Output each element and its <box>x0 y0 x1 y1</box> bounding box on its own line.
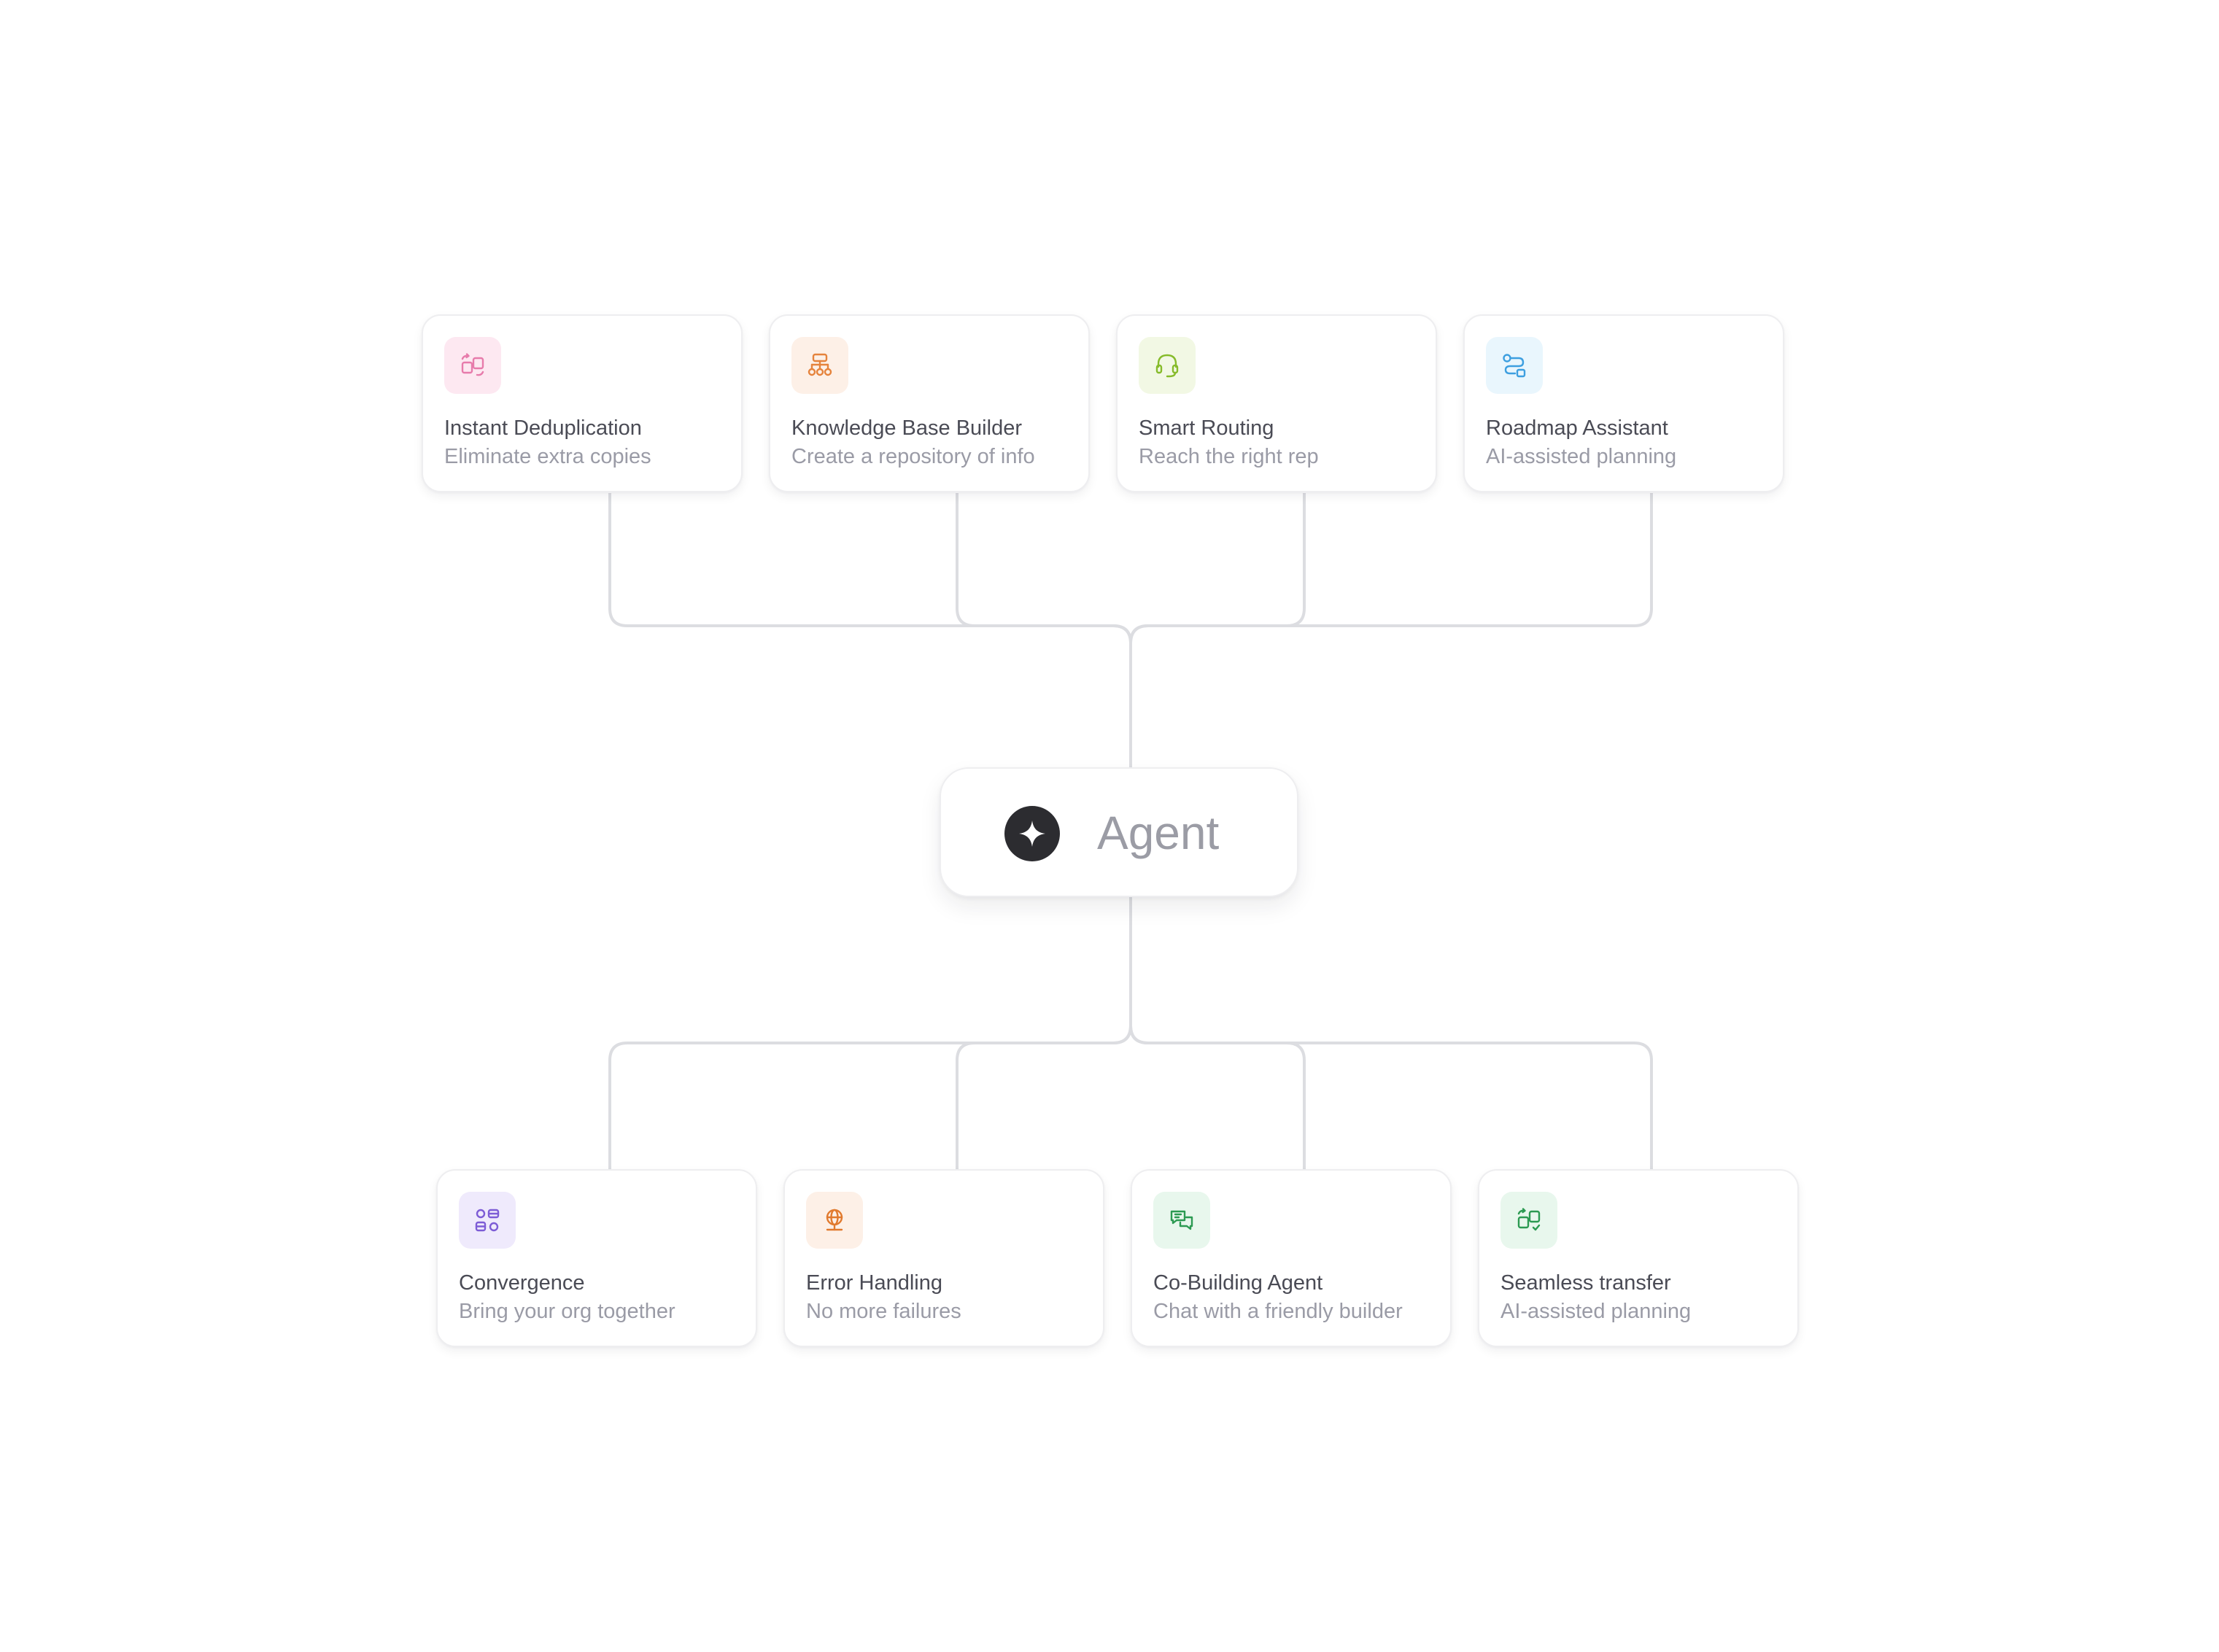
card-co-building-agent[interactable]: Co-Building Agent Chat with a friendly b… <box>1131 1169 1452 1347</box>
card-title: Roadmap Assistant <box>1486 416 1668 440</box>
connector-output-1 <box>608 897 1132 1173</box>
converge-icon <box>475 1209 500 1232</box>
connector-input-2 <box>956 493 1132 644</box>
card-title: Error Handling <box>806 1271 942 1295</box>
dedup-icon <box>461 353 484 376</box>
card-roadmap-assistant[interactable]: Roadmap Assistant AI-assisted planning <box>1463 314 1784 492</box>
converge-icon-tile <box>459 1192 516 1249</box>
globe-icon <box>826 1209 843 1231</box>
transfer-icon-tile <box>1500 1192 1557 1249</box>
globe-icon-tile <box>806 1192 863 1249</box>
card-title: Instant Deduplication <box>444 416 642 440</box>
transfer-icon <box>1517 1208 1541 1231</box>
dedup-icon-tile <box>444 337 501 394</box>
connector-output-4 <box>1129 1025 1653 1173</box>
chat-icon-tile <box>1153 1192 1210 1249</box>
card-title: Seamless transfer <box>1500 1271 1671 1295</box>
card-subtitle: Reach the right rep <box>1139 445 1319 468</box>
card-subtitle: Chat with a friendly builder <box>1153 1300 1403 1323</box>
card-instant-deduplication[interactable]: Instant Deduplication Eliminate extra co… <box>422 314 743 492</box>
card-subtitle: AI-assisted planning <box>1486 445 1677 468</box>
connector-input-1 <box>608 493 1132 767</box>
agent-badge <box>1004 806 1060 861</box>
agent-node[interactable]: Agent <box>940 767 1298 897</box>
sparkle-icon <box>1019 821 1045 847</box>
agent-label: Agent <box>1097 807 1220 859</box>
card-knowledge-base-builder[interactable]: Knowledge Base Builder Create a reposito… <box>769 314 1090 492</box>
card-title: Smart Routing <box>1139 416 1274 440</box>
card-title: Knowledge Base Builder <box>791 416 1022 440</box>
headset-icon-tile <box>1139 337 1196 394</box>
card-convergence[interactable]: Convergence Bring your org together <box>436 1169 757 1347</box>
hierarchy-icon-tile <box>791 337 848 394</box>
card-subtitle: Bring your org together <box>459 1300 675 1323</box>
card-subtitle: AI-assisted planning <box>1500 1300 1692 1323</box>
connector-input-3 <box>1129 493 1306 644</box>
connector-output-3 <box>1129 1025 1306 1173</box>
route-icon-tile <box>1486 337 1543 394</box>
card-title: Co-Building Agent <box>1153 1271 1323 1295</box>
card-seamless-transfer[interactable]: Seamless transfer AI-assisted planning <box>1478 1169 1799 1347</box>
card-subtitle: No more failures <box>806 1300 961 1323</box>
route-icon <box>1503 354 1526 378</box>
card-subtitle: Eliminate extra copies <box>444 445 651 468</box>
card-smart-routing[interactable]: Smart Routing Reach the right rep <box>1116 314 1437 492</box>
card-subtitle: Create a repository of info <box>791 445 1035 468</box>
chat-icon <box>1170 1210 1193 1230</box>
card-title: Convergence <box>459 1271 585 1295</box>
hierarchy-icon <box>808 353 832 376</box>
headset-icon <box>1155 354 1179 378</box>
connector-input-4 <box>1129 493 1653 644</box>
connector-output-2 <box>956 1025 1132 1173</box>
card-error-handling[interactable]: Error Handling No more failures <box>783 1169 1104 1347</box>
